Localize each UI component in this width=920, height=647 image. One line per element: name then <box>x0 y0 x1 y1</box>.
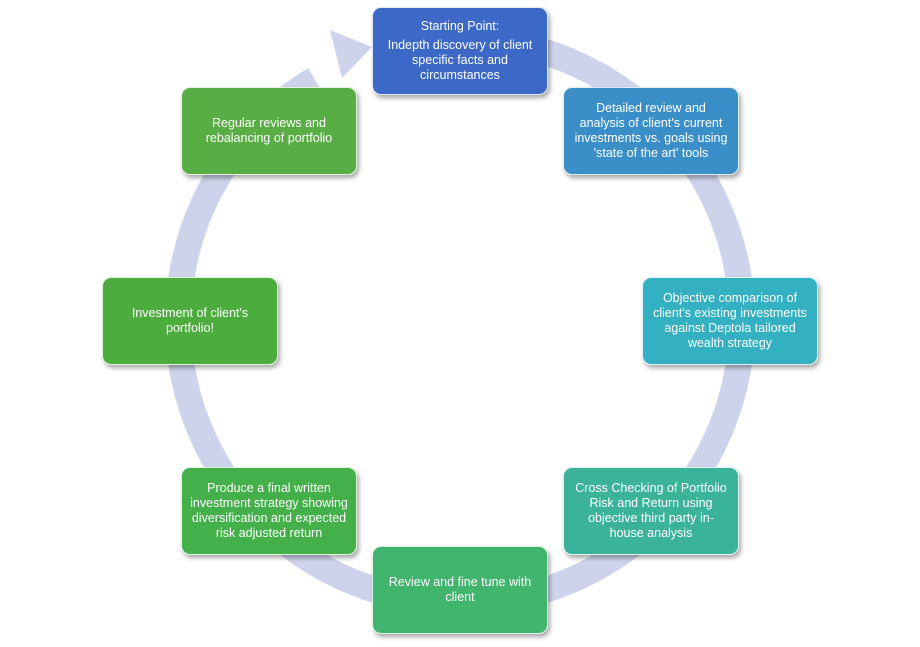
step-review-fine-tune: Review and fine tune with client <box>372 546 548 634</box>
step-detailed-review: Detailed review and analysis of client's… <box>563 87 739 175</box>
step-text-line: Starting Point: <box>420 19 500 33</box>
step-starting-point: Starting Point: Indepth discovery of clie… <box>372 7 548 95</box>
step-regular-reviews: Regular reviews and rebalancing of portf… <box>181 87 357 175</box>
cycle-arrow-head-icon <box>330 30 372 78</box>
step-cross-checking: Cross Checking of Portfolio Risk and Ret… <box>563 467 739 555</box>
step-text-line: Review and fine tune with client <box>388 575 532 604</box>
step-text-line: Regular reviews and rebalancing of portf… <box>205 116 333 145</box>
step-text-line: Produce a final written investment strat… <box>190 481 348 540</box>
step-text-line: Indepth discovery of client specific fac… <box>387 38 533 82</box>
step-final-strategy: Produce a final written investment strat… <box>181 467 357 555</box>
step-investment: Investment of client's portfolio! <box>102 277 278 365</box>
step-text-line: Objective comparison of client's existin… <box>653 291 807 350</box>
step-text-line: Investment of client's portfolio! <box>131 306 249 335</box>
step-objective-comparison: Objective comparison of client's existin… <box>642 277 818 365</box>
step-text-line: Detailed review and analysis of client's… <box>574 101 728 160</box>
step-text-line: Cross Checking of Portfolio Risk and Ret… <box>575 481 727 540</box>
